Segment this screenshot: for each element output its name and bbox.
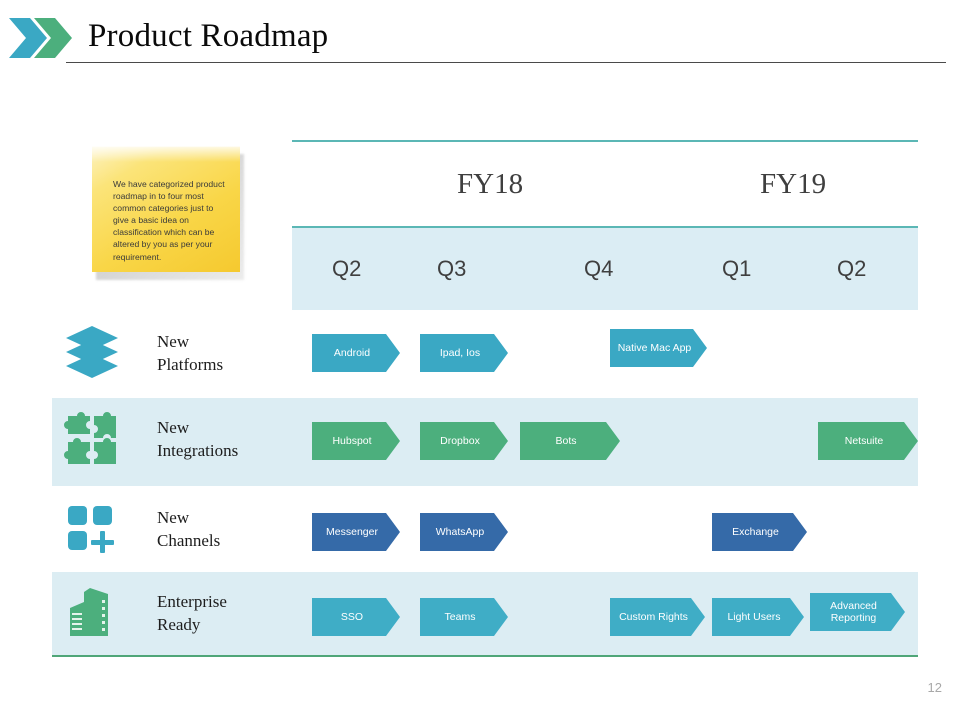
chevron-track-enterprise-ready: SSO Teams Custom Rights Light Users Adva…	[0, 582, 960, 662]
roadmap-item-native-mac-app[interactable]: Native Mac App	[610, 329, 707, 367]
double-chevron-logo-icon	[8, 17, 78, 59]
slide-header: Product Roadmap	[0, 0, 960, 70]
office-building-icon	[62, 584, 122, 642]
roadmap-item-hubspot[interactable]: Hubspot	[312, 422, 400, 460]
roadmap-item-dropbox[interactable]: Dropbox	[420, 422, 508, 460]
page-title: Product Roadmap	[88, 18, 329, 54]
roadmap-item-custom-rights[interactable]: Custom Rights	[610, 598, 705, 636]
category-label-new-channels: New Channels	[157, 508, 221, 550]
quarter-label-3: Q1	[722, 256, 752, 281]
roadmap-item-light-users[interactable]: Light Users	[712, 598, 804, 636]
roadmap-item-android[interactable]: Android	[312, 334, 400, 372]
fiscal-year-label-fy18: FY18	[457, 168, 524, 200]
sticky-note: We have categorized product roadmap in t…	[92, 146, 244, 280]
category-row-new-channels: New Channels Messenger WhatsApp Exchange	[0, 498, 960, 578]
sticky-note-text: We have categorized product roadmap in t…	[113, 179, 225, 262]
roadmap-item-messenger[interactable]: Messenger	[312, 513, 400, 551]
roadmap-item-ipad-ios[interactable]: Ipad, Ios	[420, 334, 508, 372]
quarter-label-0: Q2	[332, 256, 362, 281]
title-divider	[66, 62, 946, 63]
category-row-new-platforms: New Platforms Android Ipad, Ios Native M…	[0, 322, 960, 402]
roadmap-item-exchange[interactable]: Exchange	[712, 513, 807, 551]
roadmap-item-bots[interactable]: Bots	[520, 422, 620, 460]
quarter-label-1: Q3	[437, 256, 467, 281]
fiscal-year-header: FY18 FY19	[292, 160, 918, 220]
category-label-enterprise-ready: Enterprise Ready	[157, 592, 227, 634]
roadmap-item-whatsapp[interactable]: WhatsApp	[420, 513, 508, 551]
category-row-new-integrations: New Integrations Hubspot Dropbox Bots Ne…	[0, 408, 960, 488]
fiscal-year-label-fy19: FY19	[760, 168, 827, 200]
chevron-track-new-platforms: Android Ipad, Ios Native Mac App	[0, 322, 960, 402]
timeline-bottom-divider	[52, 655, 918, 657]
quarter-label-2: Q4	[584, 256, 614, 281]
roadmap-item-advanced-reporting[interactable]: Advanced Reporting	[810, 593, 905, 631]
roadmap-item-netsuite[interactable]: Netsuite	[818, 422, 918, 460]
sticky-note-paper	[92, 146, 240, 272]
roadmap-item-teams[interactable]: Teams	[420, 598, 508, 636]
page-number: 12	[927, 680, 942, 695]
layers-stack-icon	[62, 324, 122, 382]
chevron-track-new-channels: Messenger WhatsApp Exchange	[0, 498, 960, 578]
roadmap-item-sso[interactable]: SSO	[312, 598, 400, 636]
quarter-header-band: Q2 Q3 Q4 Q1 Q2	[292, 226, 918, 310]
category-label-new-platforms: New Platforms	[157, 332, 224, 374]
quarter-label-4: Q2	[837, 256, 867, 281]
grid-plus-icon	[62, 500, 122, 558]
timeline-top-divider	[292, 140, 918, 142]
chevron-track-new-integrations: Hubspot Dropbox Bots Netsuite	[0, 408, 960, 488]
category-row-enterprise-ready: Enterprise Ready SSO Teams Custom Rights…	[0, 582, 960, 662]
sticky-note-fold	[92, 146, 240, 162]
category-label-new-integrations: New Integrations	[157, 418, 239, 460]
puzzle-pieces-icon	[62, 410, 122, 468]
